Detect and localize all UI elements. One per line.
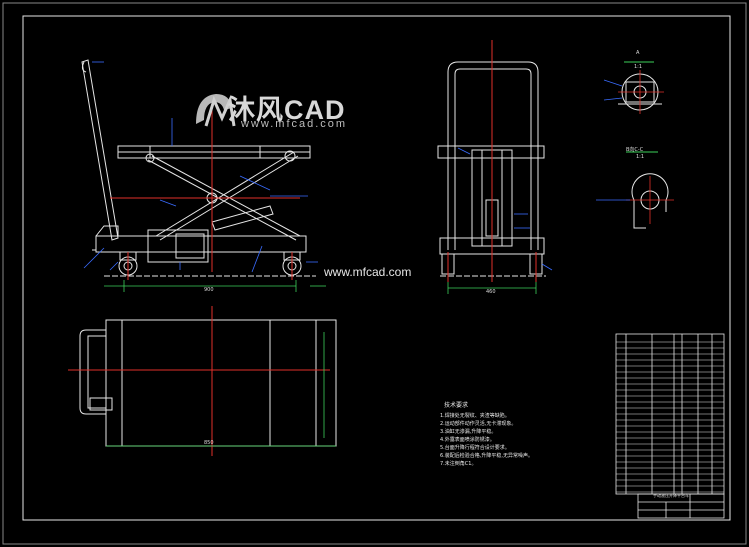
mfcad-logo-icon [196,94,236,127]
note-item: 4.外露表面喷涂防锈漆。 [440,437,495,443]
detail-a-centerlines [618,70,664,114]
watermark-url-small: www.mfcad.com [241,118,348,130]
side-view-leaders [83,61,318,273]
note-item: 7.未注倒角C1。 [440,461,477,467]
note-item: 6.装配后检验合格,升降平稳,无异常噪声。 [440,453,533,459]
front-width-dim: 460 [486,289,496,295]
side-width-dim: 900 [204,287,214,293]
note-item: 2.运动部件动作灵活,无卡滞现象。 [440,421,517,427]
watermark-brand: 沐风CAD [228,95,346,125]
front-view-dim [447,282,537,294]
top-view-dim [106,332,336,447]
front-view-centerlines [447,40,537,282]
title-block [637,493,725,519]
detail-cc [626,151,669,229]
section-a-label: A [636,50,640,56]
side-view-dim [104,280,326,292]
inner-border [22,15,731,521]
notes-title: 技术要求 [444,402,469,409]
watermark-url-center: www.mfcad.com [324,265,412,279]
section-a-scale: 1:1 [634,64,643,70]
top-view [79,319,337,447]
section-b-label: B向C-C [626,147,644,153]
parts-list-rows [616,341,724,493]
side-view [81,59,316,277]
top-view-centerlines [68,306,330,456]
detail-a-leaders [603,79,623,101]
title-block-name: 手动液压升降平台车 [653,493,689,498]
section-b-scale: 1:1 [636,154,645,160]
top-width-dim: 850 [204,440,214,446]
note-item: 3.油缸无渗漏,升降平稳。 [440,429,497,435]
front-view-leaders [457,147,553,271]
note-item: 5.台面升降行程符合设计要求。 [440,445,510,451]
note-item: 1.焊接处无裂纹、夹渣等缺陷。 [440,413,510,419]
side-view-centerlines [110,110,300,280]
detail-cc-centerlines [626,176,674,224]
